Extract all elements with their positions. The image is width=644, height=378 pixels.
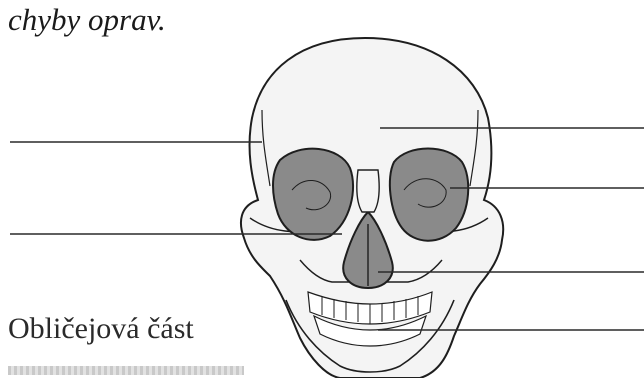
section-underline (8, 366, 244, 375)
orbit-right (390, 149, 468, 241)
section-title: Obličejová část (8, 312, 194, 346)
nasal-bone (357, 170, 379, 212)
orbit-left (273, 149, 353, 240)
